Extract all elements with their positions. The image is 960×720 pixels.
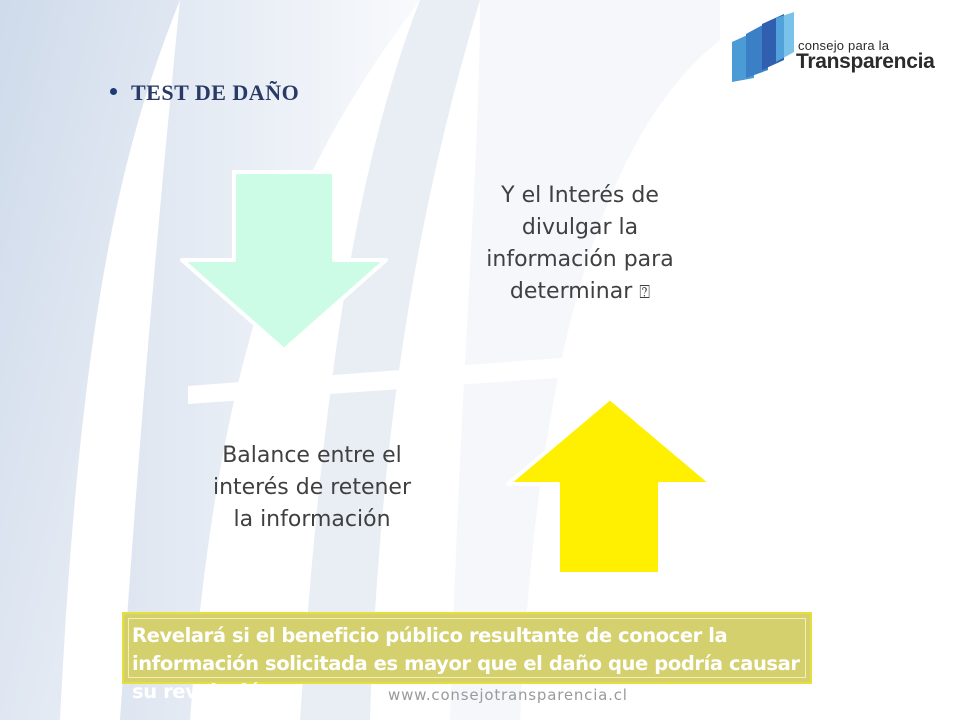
logo-big-text: Transparencia (796, 50, 935, 73)
logo-small-text: consejo para la (798, 38, 890, 53)
down-arrow-icon (180, 170, 388, 352)
logo-mark-icon (732, 12, 794, 82)
up-arrow-icon (506, 396, 714, 576)
logo-consejo-transparencia: consejo para la Transparencia (728, 12, 938, 84)
top-text: Y el Interés de divulgar la información … (486, 183, 674, 304)
callout-box: Revelará si el beneficio público resulta… (122, 612, 812, 703)
bullet-text: TEST DE DAÑO (131, 80, 300, 105)
bullet-icon (110, 88, 117, 96)
bottom-arrow-text: Balance entre el interés de retener la i… (212, 443, 412, 532)
footer-url[interactable]: www.consejotransparencia.cl (388, 686, 628, 704)
top-arrow-text: Y el Interés de divulgar la información … (470, 180, 690, 309)
missing-glyph-icon: ⍰ (639, 282, 651, 303)
callout-inner-border (128, 618, 806, 678)
callout-text: Revelará si el beneficio público resulta… (132, 624, 800, 703)
bullet-heading: TEST DE DAÑO (110, 80, 299, 106)
